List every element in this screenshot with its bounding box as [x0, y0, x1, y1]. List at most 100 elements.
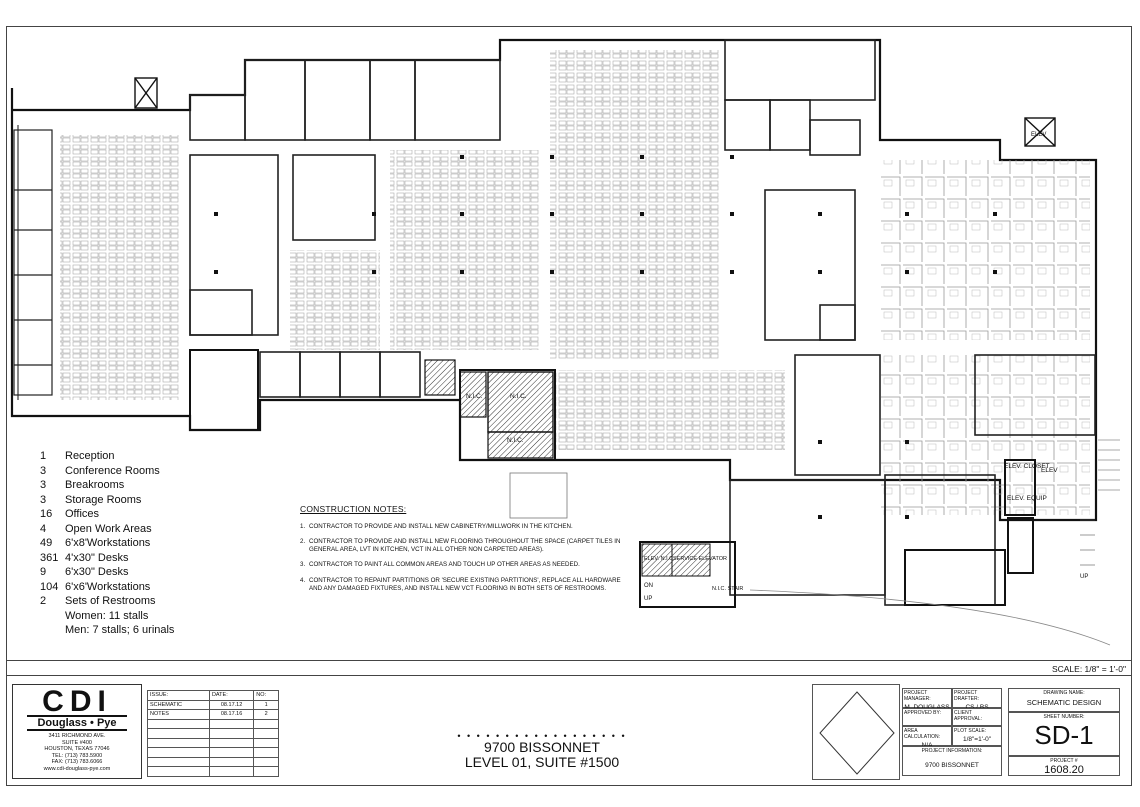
west-offices — [13, 129, 53, 396]
note-number: 3. — [300, 561, 306, 569]
construction-notes: CONSTRUCTION NOTES: 1.CONTRACTOR TO PROV… — [300, 504, 630, 600]
issue-cell — [147, 747, 210, 758]
issue-row — [147, 747, 279, 758]
project-line-2: LEVEL 01, SUITE #1500 — [464, 754, 620, 770]
issue-header-cell: NO: — [253, 690, 279, 701]
address-line: SUITE #400 — [62, 739, 92, 746]
elev-top-label: ELEV — [1031, 132, 1046, 138]
note-number: 4. — [300, 576, 306, 584]
legend-qty: 361 — [40, 551, 59, 564]
open-area-outline — [509, 472, 568, 519]
legend-item: Open Work Areas — [65, 522, 152, 535]
legend-qty: 3 — [40, 464, 47, 477]
structural-columns — [214, 155, 997, 519]
issue-cell — [208, 756, 255, 767]
note-number: 1. — [300, 522, 306, 530]
legend-row: 3 Breakrooms — [40, 478, 174, 493]
issue-cell — [208, 766, 255, 777]
logo-mark: CDI — [42, 685, 112, 718]
nic-label-3: N.I.C. — [507, 437, 524, 444]
client-approval-cell: CLIENT APPROVAL: — [952, 708, 1002, 726]
open-work-area-center — [550, 50, 720, 360]
open-work-area-center-west — [390, 150, 540, 350]
area-calculation: N/A — [921, 742, 933, 749]
sheet-number: SD-1 — [1034, 720, 1094, 750]
issue-cell: 2 — [253, 709, 279, 720]
legend-qty: 49 — [40, 537, 53, 549]
nic-hatched-closet — [459, 371, 487, 418]
legend-item: Conference Rooms — [65, 464, 160, 477]
note-text: CONTRACTOR TO REPAINT PARTITIONS OR 'SEC… — [309, 576, 621, 592]
legend-item: Sets of Restrooms — [65, 595, 156, 607]
up-label: UP — [644, 596, 652, 602]
project-manager-cell: PROJECT MANAGER:M. DOUGLASS — [902, 688, 952, 711]
project-number: 1608.20 — [1044, 764, 1084, 776]
sheet-number-cell: SHEET NUMBER: SD-1 — [1008, 712, 1120, 756]
legend-qty: 3 — [40, 493, 47, 506]
issue-cell: 1 — [253, 699, 279, 710]
issue-header-cell: ISSUE: — [147, 690, 210, 701]
legend-subitem: Men: 7 stalls; 6 urinals — [65, 624, 175, 636]
sheet-divider — [6, 660, 1132, 661]
open-work-area-west — [60, 135, 180, 400]
issue-row — [147, 737, 279, 748]
project-info-cell: PROJECT INFORMATION: 9700 BISSONNET — [902, 746, 1002, 776]
address-line: www.cdi-douglass-pye.com — [43, 765, 111, 772]
issue-cell — [253, 728, 279, 739]
workstation-area-east — [880, 160, 1090, 340]
drawing-name: SCHEMATIC DESIGN — [1026, 698, 1102, 707]
issue-cell — [208, 728, 255, 739]
core-areas — [189, 349, 1036, 608]
legend-item: 4'x30" Desks — [65, 551, 129, 564]
legend-qty: 3 — [40, 479, 47, 491]
open-work-area-south — [555, 370, 785, 450]
issue-cell — [253, 747, 279, 758]
issue-cell — [147, 728, 210, 739]
legend-item: 6'x6'Workstations — [65, 580, 151, 593]
project-manager: M. DOUGLASS — [904, 704, 950, 711]
issue-row — [147, 756, 279, 767]
floor-plan: N.I.C. N.I.C. N.I.C. ELEV. CLOSET ELEV E… — [10, 38, 1120, 646]
issue-cell — [147, 756, 210, 767]
issue-cell — [208, 737, 255, 748]
legend-item: Breakrooms — [65, 479, 125, 491]
construction-note: 1.CONTRACTOR TO PROVIDE AND INSTALL NEW … — [300, 523, 630, 531]
scale-note: SCALE: 1/8" = 1'-0" — [1051, 664, 1126, 674]
plot-scale-cell: PLOT SCALE:1/8"=1'-0" — [952, 726, 1002, 746]
construction-note: 3.CONTRACTOR TO PAINT ALL COMMON AREAS A… — [300, 561, 630, 569]
north-diamond-icon — [819, 691, 895, 775]
issue-cell — [253, 766, 279, 777]
address-line: 3411 RICHMOND AVE. — [48, 733, 106, 739]
legend-item: Offices — [65, 508, 100, 520]
address-line: TEL: (713) 783.5900 — [51, 752, 103, 759]
area-calculation-cell: AREA CALCULATION:N/A — [902, 726, 952, 749]
legend-item: Storage Rooms — [65, 493, 142, 506]
plot-scale: 1/8"=1'-0" — [962, 736, 992, 743]
elev-closet-label: ELEV. CLOSET — [1004, 463, 1050, 470]
issue-cell: SCHEMATIC — [147, 699, 210, 710]
issue-cell: 08.17.12 — [208, 699, 255, 710]
title-block-rule — [6, 675, 1132, 676]
legend-item: Reception — [65, 450, 115, 462]
elevator-shafts — [134, 77, 1056, 147]
legend-item: 6'x30" Desks — [65, 566, 129, 578]
note-text: CONTRACTOR TO PROVIDE AND INSTALL NEW FL… — [309, 538, 621, 553]
service-elevator-label: SERVICE ELEVATOR — [673, 556, 727, 562]
notes-heading: CONSTRUCTION NOTES: — [300, 504, 407, 514]
issue-row — [147, 766, 279, 777]
issue-row — [147, 728, 279, 739]
legend-qty: 104 — [40, 580, 59, 593]
issue-cell — [147, 718, 210, 729]
issue-cell — [253, 756, 279, 767]
issue-row — [147, 718, 279, 729]
